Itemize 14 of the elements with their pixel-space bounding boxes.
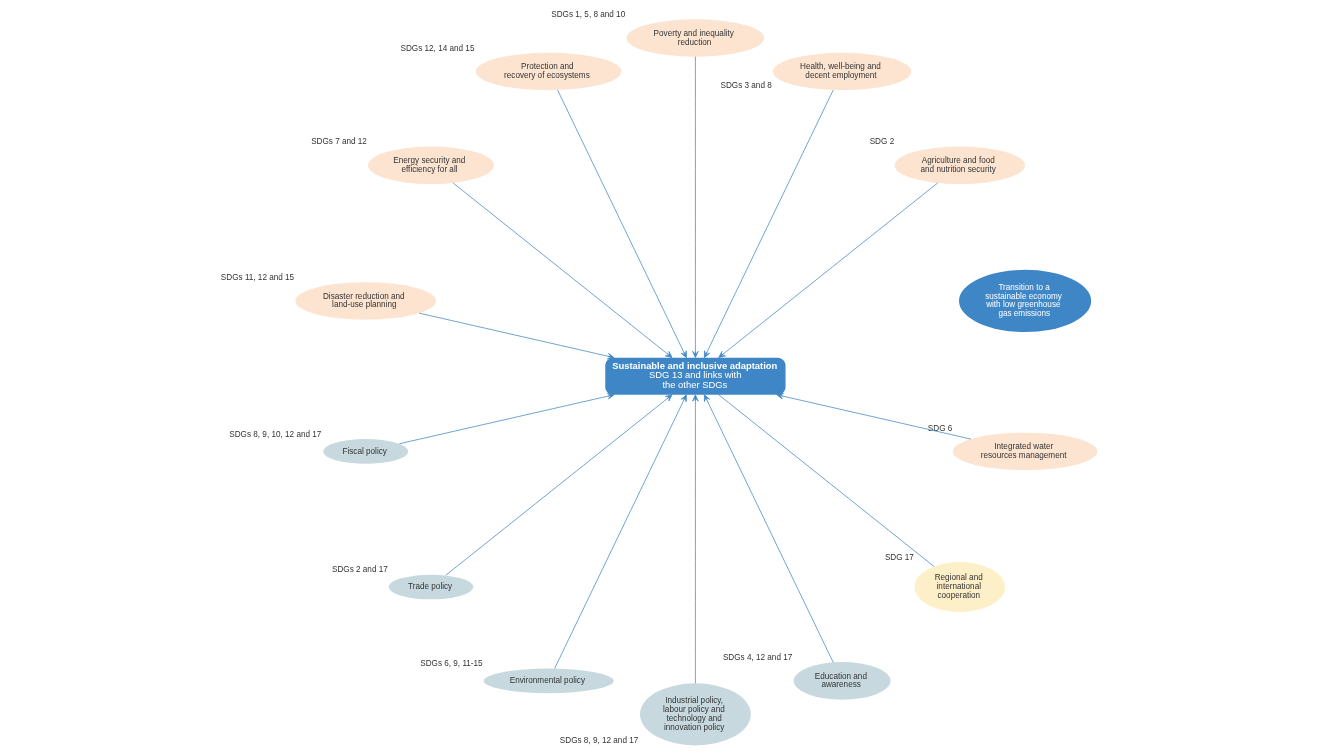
node-box: Sustainable and inclusive adaptation SDG 13 and links with the other SDGs — [605, 357, 786, 395]
arrow — [445, 394, 673, 576]
arrow — [692, 56, 699, 358]
arrow — [703, 89, 834, 358]
arrow — [554, 394, 687, 669]
arrow — [776, 393, 972, 440]
arrow — [703, 394, 834, 663]
connector — [718, 394, 935, 567]
arrow — [692, 394, 699, 684]
arrow — [718, 182, 939, 358]
arrow — [452, 182, 673, 358]
arrow — [557, 89, 687, 358]
arrow — [418, 312, 615, 360]
arrow — [399, 393, 615, 445]
